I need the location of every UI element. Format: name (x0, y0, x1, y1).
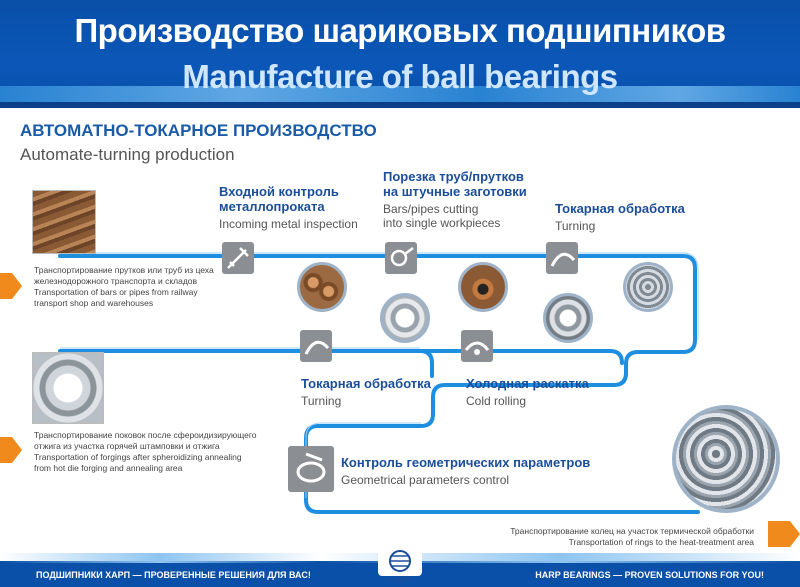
step-cutting-subtitle: into single workpieces (383, 216, 527, 230)
note-forgings-ru: Транспортирование поковок после сфероиди… (34, 430, 257, 441)
step-incoming-subtitle: Incoming metal inspection (219, 217, 358, 231)
note-forgings-en: from hot die forging and annealing area (34, 463, 257, 474)
note-rings-ru: Транспортирование колец на участок терми… (510, 526, 754, 537)
footer-slogan-ru: ПОДШИПНИКИ ХАРП — ПРОВЕРЕННЫЕ РЕШЕНИЯ ДЛ… (36, 570, 311, 580)
note-rings-en: Transportation of rings to the heat-trea… (510, 537, 754, 548)
step-incoming-title: металлопроката (219, 199, 358, 214)
note-bars-ru: железнодорожного транспорта и складов (34, 276, 214, 287)
note-bars-en: Transportation of bars or pipes from rai… (34, 287, 214, 298)
step-cold-rolling: Холодная раскатка Cold rolling (466, 376, 589, 408)
step-turning-mid-subtitle: Turning (301, 394, 431, 408)
step-geometry-subtitle: Geometrical parameters control (341, 473, 590, 487)
step-cutting-title: на штучные заготовки (383, 184, 527, 199)
cut-pipes-photo (297, 262, 347, 312)
caliper-icon (222, 242, 254, 274)
step-turning-mid: Токарная обработка Turning (301, 376, 431, 408)
step-incoming-title: Входной контроль (219, 184, 358, 199)
saw-icon (385, 242, 417, 274)
rolling-icon (461, 330, 493, 362)
harp-logo (378, 548, 422, 576)
step-cutting: Порезка труб/прутков на штучные заготовк… (383, 169, 527, 230)
bearing-logo-icon (378, 548, 422, 576)
step-cutting-subtitle: Bars/pipes cutting (383, 202, 527, 216)
orange-arrow-icon (0, 437, 22, 463)
step-geometry-control: Контроль геометрических параметров Geome… (341, 455, 590, 487)
forgings-photo (32, 352, 104, 424)
metal-bars-photo (32, 190, 96, 254)
orange-arrow-icon (0, 273, 22, 299)
finished-rings-photo (672, 405, 780, 513)
step-cold-rolling-title: Холодная раскатка (466, 376, 589, 391)
step-turning-top: Токарная обработка Turning (555, 201, 685, 233)
lathe-icon (300, 330, 332, 362)
logo-text: HARP (378, 576, 422, 585)
note-forgings-ru: отжига из участка горячей штамповки и от… (34, 441, 257, 452)
step-turning-top-title: Токарная обработка (555, 201, 685, 216)
turned-ring-photo (380, 293, 430, 343)
gauge-icon (288, 446, 334, 492)
note-bars-en: transport shop and warehouses (34, 298, 214, 309)
footer-slogan-en: HARP BEARINGS — PROVEN SOLUTIONS FOR YOU… (535, 570, 764, 580)
step-cutting-title: Порезка труб/прутков (383, 169, 527, 184)
step-geometry-title: Контроль геометрических параметров (341, 455, 590, 470)
orange-arrow-icon (768, 521, 800, 547)
note-bars-ru: Транспортирование прутков или труб из це… (34, 265, 214, 276)
turned-rings-photo (623, 262, 673, 312)
note-forgings-en: Transportation of forgings after spheroi… (34, 452, 257, 463)
workpieces-photo (458, 262, 508, 312)
step-turning-top-subtitle: Turning (555, 219, 685, 233)
step-cold-rolling-subtitle: Cold rolling (466, 394, 589, 408)
step-turning-mid-title: Токарная обработка (301, 376, 431, 391)
lathe-icon (546, 242, 578, 274)
rolled-ring-photo (543, 293, 593, 343)
step-incoming-inspection: Входной контроль металлопроката Incoming… (219, 184, 358, 231)
